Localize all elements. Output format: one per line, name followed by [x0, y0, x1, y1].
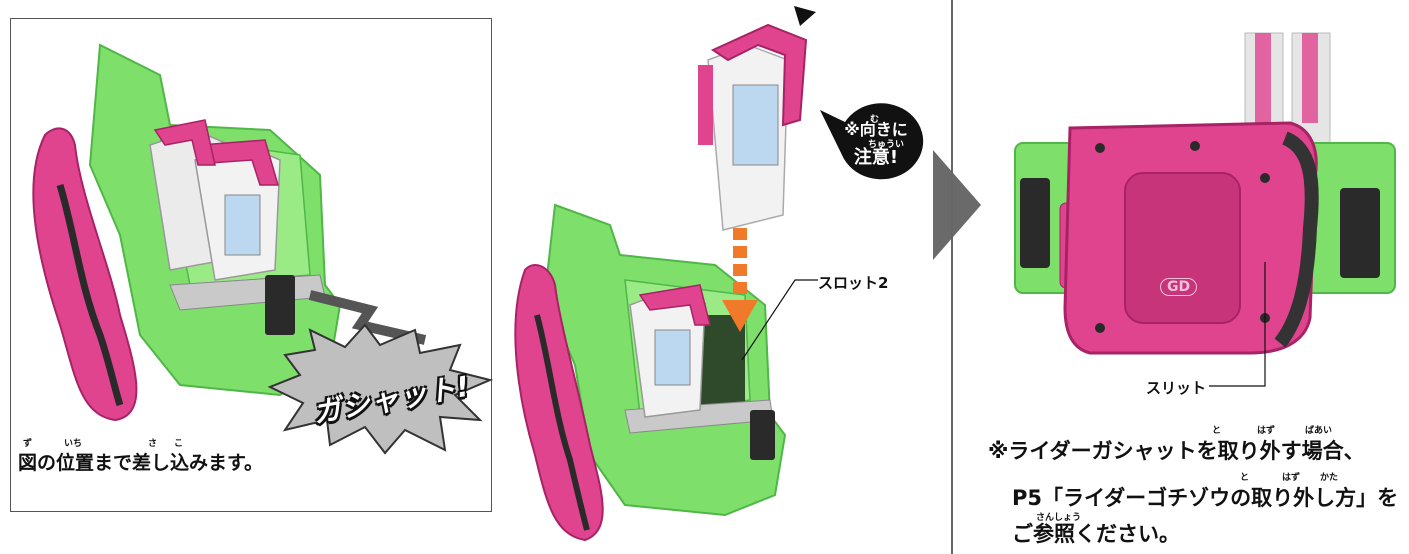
- insert-arrow-icon: [722, 228, 758, 332]
- driver-illustration-right: [1014, 32, 1396, 355]
- caution-text: ※向きに 注意!: [842, 118, 910, 170]
- caption-ruby-ichi: いち: [64, 439, 83, 449]
- note-ruby-6: かた: [1320, 473, 1339, 483]
- caution-bubble: [820, 103, 924, 180]
- sound-effect-burst: [267, 323, 494, 455]
- driver-illustration-middle: [514, 203, 787, 542]
- panel-divider: [951, 0, 953, 554]
- bubble-ruby-chui: ちゅうい: [868, 140, 905, 150]
- removal-note-line-3: ご参照ください。: [1012, 522, 1180, 546]
- removal-note-line-1: ※ライダーガシャットを取り外す場合、: [988, 439, 1365, 463]
- note-ruby-1: と: [1212, 426, 1222, 436]
- note-ruby-4: と: [1240, 473, 1250, 483]
- gashat-cartridge: [698, 23, 808, 231]
- note-ruby-7: さんしょう: [1036, 513, 1082, 523]
- caution-line-2: 注意!: [853, 147, 899, 168]
- caption-ruby-zu: ず: [23, 439, 33, 449]
- slit-label: スリット: [1146, 379, 1207, 397]
- slot-label: スロット2: [818, 274, 889, 292]
- impact-zigzag: [308, 290, 427, 345]
- caution-line-1: ※向きに: [844, 120, 908, 139]
- caption-ruby-sa: さ: [148, 439, 158, 449]
- next-step-arrow-icon: [933, 150, 981, 260]
- removal-note-line-2: P5「ライダーゴチゾウの取り外し方」を: [1012, 486, 1399, 510]
- note-ruby-3: ばあい: [1305, 426, 1333, 436]
- slit-leader-line: [1209, 262, 1266, 387]
- caption-ruby-ko: こ: [174, 439, 184, 449]
- step-caption: 図の位置まで差し込みます。: [18, 452, 264, 474]
- note-ruby-5: はず: [1282, 473, 1301, 483]
- bubble-ruby-mu: む: [870, 115, 880, 125]
- direction-triangle-icon: [794, 6, 816, 26]
- slot-leader-line: [741, 279, 818, 361]
- driver-illustration-left: [32, 43, 342, 422]
- gd-badge: GD: [1160, 278, 1198, 296]
- note-ruby-2: はず: [1257, 426, 1276, 436]
